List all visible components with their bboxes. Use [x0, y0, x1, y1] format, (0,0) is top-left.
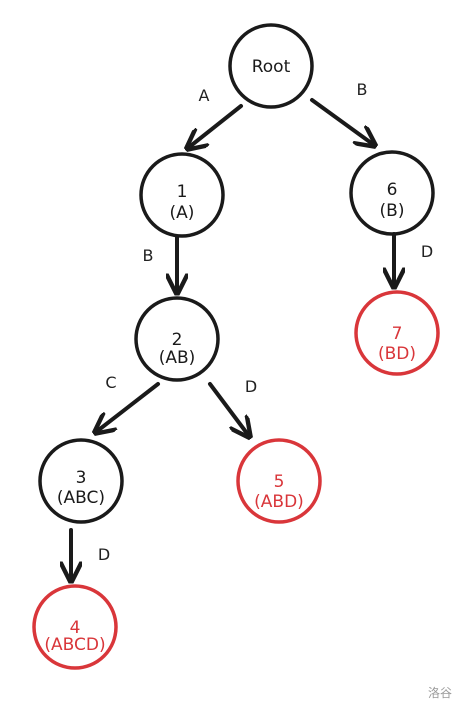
node-label-line1: 4 — [70, 618, 81, 638]
node-label-line2: (AB) — [159, 348, 196, 368]
watermark-text: 洛谷 — [428, 685, 452, 700]
node-6: 6 (B) — [349, 150, 435, 236]
edge-label-root-6: B — [357, 80, 368, 99]
node-2: 2 (AB) — [134, 296, 220, 382]
node-circle — [349, 150, 435, 236]
edge-2-5 — [208, 382, 249, 436]
node-7: 7 (BD) — [354, 290, 440, 376]
node-label-line1: 2 — [172, 330, 183, 350]
node-root: Root — [228, 23, 314, 109]
edge-labels: A B B D C D D — [98, 80, 433, 564]
node-4: 4 (ABCD) — [32, 584, 118, 670]
node-label-line1: 7 — [392, 324, 403, 344]
node-circle — [354, 290, 440, 376]
node-label-line1: 6 — [387, 180, 398, 200]
edge-label-2-5: D — [245, 377, 257, 396]
node-label-line2: (ABCD) — [44, 635, 105, 655]
edge-root-1 — [188, 104, 243, 148]
node-circle — [236, 438, 322, 524]
node-circle — [38, 438, 124, 524]
node-circle — [228, 23, 314, 109]
node-label-line1: 1 — [177, 182, 188, 202]
node-1: 1 (A) — [139, 152, 225, 238]
edge-label-3-4: D — [98, 545, 110, 564]
edge-root-6 — [310, 98, 374, 145]
node-label-line2: (ABD) — [254, 492, 304, 512]
edges — [71, 98, 394, 580]
node-circle — [32, 584, 118, 670]
node-3: 3 (ABC) — [38, 438, 124, 524]
node-5: 5 (ABD) — [236, 438, 322, 524]
node-label-line1: 5 — [274, 472, 285, 492]
edge-label-root-1: A — [199, 86, 210, 105]
node-label-line2: (BD) — [378, 344, 416, 364]
edge-label-6-7: D — [421, 242, 433, 261]
edge-label-2-3: C — [105, 373, 116, 392]
node-label-line1: 3 — [76, 468, 87, 488]
node-label-line2: (A) — [170, 203, 195, 223]
node-label-line2: (B) — [380, 201, 405, 221]
node-label-line2: (ABC) — [57, 488, 105, 508]
edge-label-1-2: B — [143, 246, 154, 265]
node-label-line1: Root — [252, 57, 291, 77]
node-circle — [134, 296, 220, 382]
node-circle — [139, 152, 225, 238]
edge-2-3 — [96, 382, 160, 432]
